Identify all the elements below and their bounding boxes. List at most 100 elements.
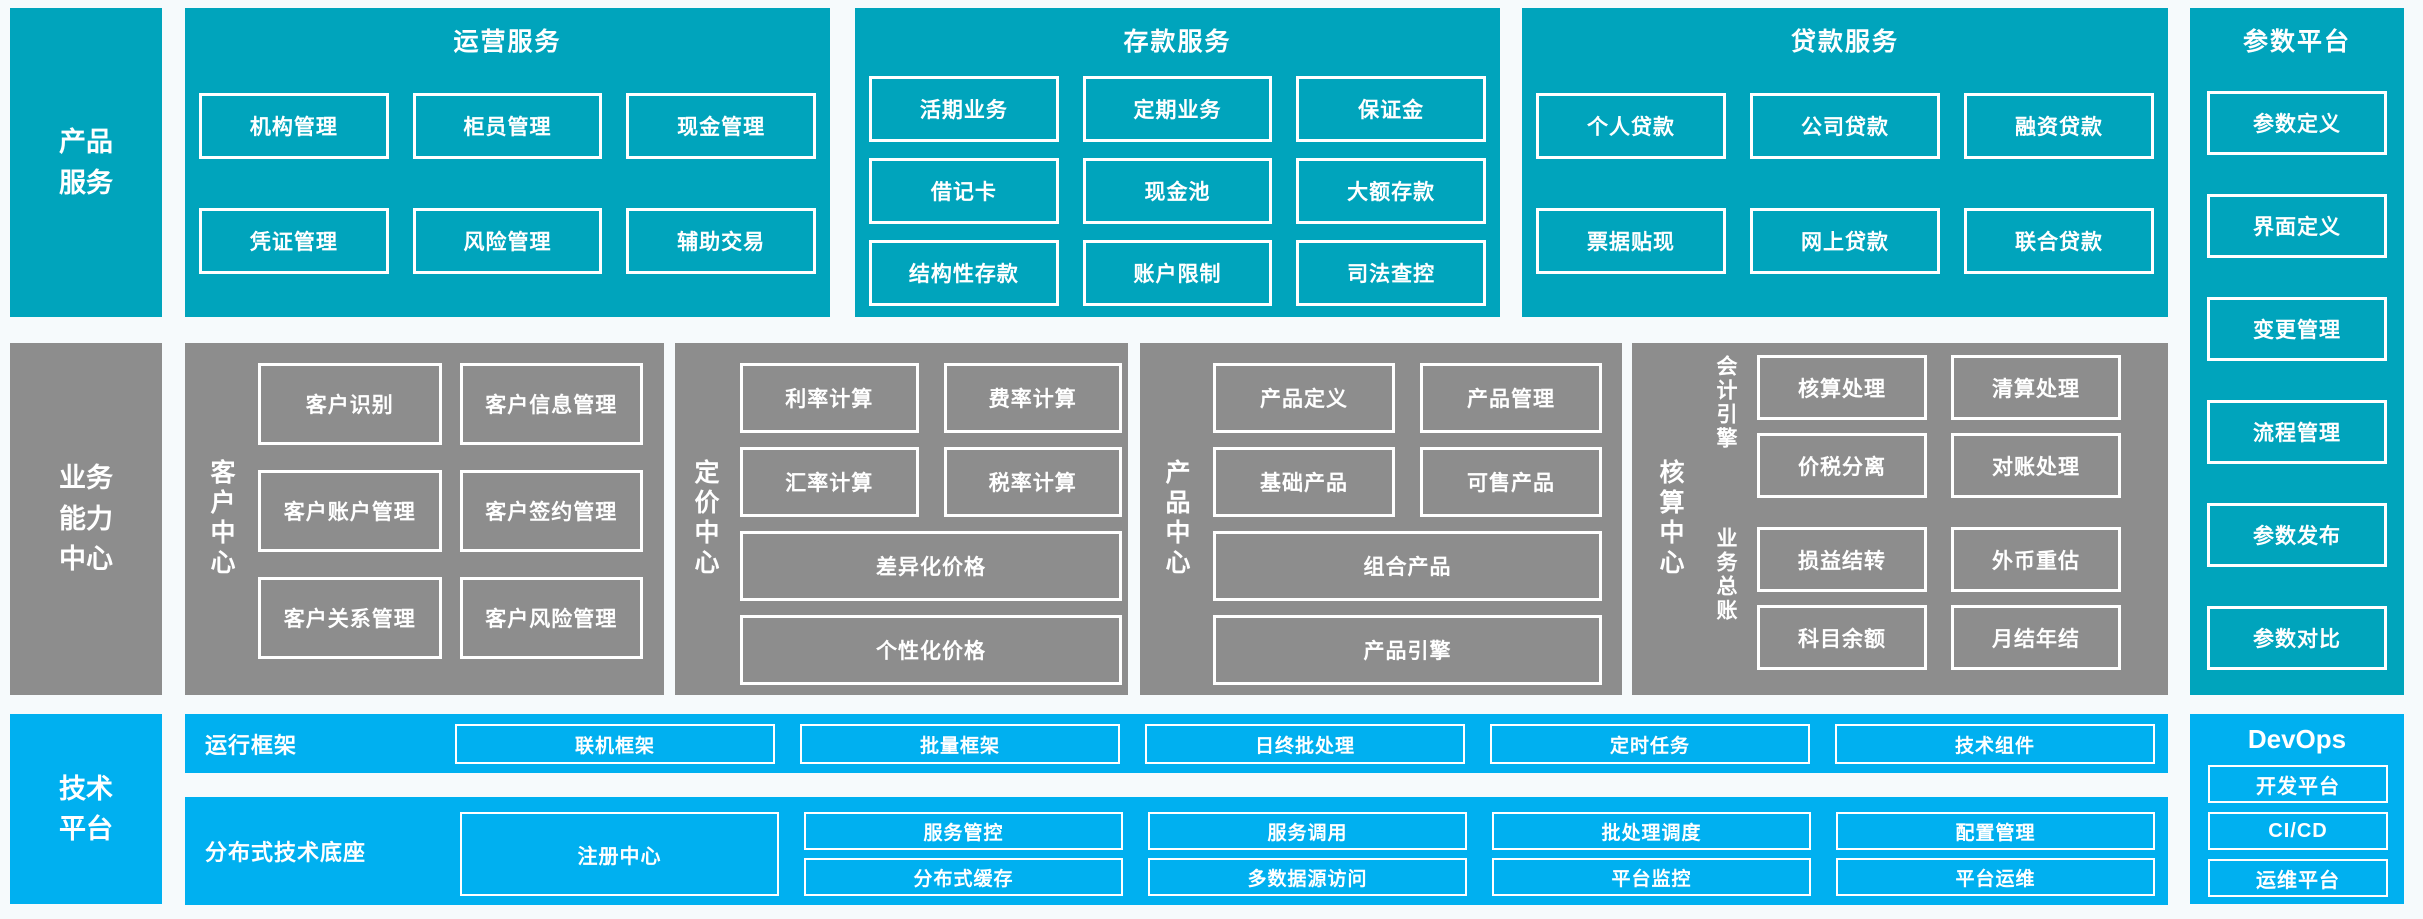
box-judicial-control: 司法查控 xyxy=(1296,240,1486,306)
box-scheduled-task: 定时任务 xyxy=(1490,724,1810,764)
box-org-management: 机构管理 xyxy=(199,93,389,159)
operations-grid: 机构管理 柜员管理 现金管理 凭证管理 风险管理 辅助交易 xyxy=(199,93,816,274)
box-customer-identification: 客户识别 xyxy=(258,363,442,445)
box-service-control: 服务管控 xyxy=(804,812,1123,850)
section-title-deposit: 存款服务 xyxy=(1123,28,1232,56)
customer-grid: 客户识别 客户信息管理 客户账户管理 客户签约管理 客户关系管理 客户风险管理 xyxy=(258,363,643,659)
box-cash-management: 现金管理 xyxy=(626,93,816,159)
box-service-invoke: 服务调用 xyxy=(1148,812,1467,850)
box-interest-calc: 利率计算 xyxy=(740,363,919,433)
box-debit-card: 借记卡 xyxy=(869,158,1059,224)
section-customer-center: 客户中心 客户识别 客户信息管理 客户账户管理 客户签约管理 客户关系管理 客户… xyxy=(185,343,664,695)
vlabel-accounting-engine: 会计引擎 xyxy=(1714,355,1737,451)
section-loan: 贷款服务 个人贷款 公司贷款 融资贷款 票据贴现 网上贷款 联合贷款 xyxy=(1522,8,2168,317)
box-ops-platform: 运维平台 xyxy=(2208,859,2388,897)
box-accounting-process: 核算处理 xyxy=(1757,355,1927,420)
box-change-management: 变更管理 xyxy=(2207,297,2387,361)
box-param-release: 参数发布 xyxy=(2207,503,2387,567)
box-product-management: 产品管理 xyxy=(1420,363,1602,433)
box-pnl-carryover: 损益结转 xyxy=(1757,527,1927,592)
box-exchange-calc: 汇率计算 xyxy=(740,447,919,517)
box-fx-revaluation: 外币重估 xyxy=(1951,527,2121,592)
section-deposit: 存款服务 活期业务 定期业务 保证金 借记卡 现金池 大额存款 结构性存款 账户… xyxy=(855,8,1500,317)
side-label-business-capability-center: 业务能力中心 xyxy=(59,463,113,575)
distributed-boxes: 注册中心 服务管控 分布式缓存 服务调用 多数据源访问 批处理调度 平台监控 配… xyxy=(460,812,2155,896)
box-structured-deposit: 结构性存款 xyxy=(869,240,1059,306)
box-demand-business: 活期业务 xyxy=(869,76,1059,142)
pricing-stack: 利率计算 费率计算 汇率计算 税率计算 差异化价格 个性化价格 xyxy=(740,363,1122,685)
box-online-framework: 联机框架 xyxy=(455,724,775,764)
param-platform-list: 参数定义 界面定义 变更管理 流程管理 参数发布 参数对比 xyxy=(2207,91,2387,670)
box-batch-framework: 批量框架 xyxy=(800,724,1120,764)
accounting-group-engine: 会计引擎 核算处理 清算处理 价税分离 对账处理 xyxy=(1710,355,2121,498)
box-param-definition: 参数定义 xyxy=(2207,91,2387,155)
box-online-loan: 网上贷款 xyxy=(1750,208,1940,274)
box-platform-monitor: 平台监控 xyxy=(1492,858,1811,896)
section-accounting-center: 核算中心 会计引擎 核算处理 清算处理 价税分离 对账处理 业务总账 损益结转 … xyxy=(1632,343,2168,695)
box-customer-account-management: 客户账户管理 xyxy=(258,470,442,552)
box-distributed-cache: 分布式缓存 xyxy=(804,858,1123,896)
runtime-boxes: 联机框架 批量框架 日终批处理 定时任务 技术组件 xyxy=(455,724,2155,764)
section-product-center: 产品中心 产品定义 产品管理 基础产品 可售产品 组合产品 产品引擎 xyxy=(1140,343,1622,695)
box-tech-component: 技术组件 xyxy=(1835,724,2155,764)
box-reconciliation-process: 对账处理 xyxy=(1951,433,2121,498)
side-label-tech-platform: 技术平台 xyxy=(59,773,113,845)
side-block-product-services: 产品服务 xyxy=(10,8,162,317)
box-margin-deposit: 保证金 xyxy=(1296,76,1486,142)
box-batch-schedule: 批处理调度 xyxy=(1492,812,1811,850)
box-sellable-product: 可售产品 xyxy=(1420,447,1602,517)
box-ui-definition: 界面定义 xyxy=(2207,194,2387,258)
vlabel-accounting-center: 核算中心 xyxy=(1656,459,1684,579)
box-product-definition: 产品定义 xyxy=(1213,363,1395,433)
box-syndicated-loan: 联合贷款 xyxy=(1964,208,2154,274)
box-registry-center: 注册中心 xyxy=(460,812,779,896)
product-stack: 产品定义 产品管理 基础产品 可售产品 组合产品 产品引擎 xyxy=(1213,363,1602,685)
label-distributed-base: 分布式技术底座 xyxy=(205,840,367,865)
section-title-operations: 运营服务 xyxy=(453,28,562,56)
label-runtime-framework: 运行框架 xyxy=(205,732,298,758)
box-tax-calc: 税率计算 xyxy=(943,447,1122,517)
devops-list: 开发平台 CI/CD 运维平台 xyxy=(2208,765,2388,897)
section-devops: DevOps 开发平台 CI/CD 运维平台 xyxy=(2190,714,2404,904)
vlabel-pricing-center: 定价中心 xyxy=(691,459,719,579)
box-clearing-process: 清算处理 xyxy=(1951,355,2121,420)
box-customer-info-management: 客户信息管理 xyxy=(459,363,643,445)
box-customer-contract-management: 客户签约管理 xyxy=(459,470,643,552)
loan-grid: 个人贷款 公司贷款 融资贷款 票据贴现 网上贷款 联合贷款 xyxy=(1536,93,2154,274)
vlabel-product-center: 产品中心 xyxy=(1162,459,1190,579)
accounting-groups: 会计引擎 核算处理 清算处理 价税分离 对账处理 业务总账 损益结转 外币重估 … xyxy=(1710,355,2121,670)
row-runtime-framework: 运行框架 联机框架 批量框架 日终批处理 定时任务 技术组件 xyxy=(185,714,2168,773)
section-operations: 运营服务 机构管理 柜员管理 现金管理 凭证管理 风险管理 辅助交易 xyxy=(185,8,830,317)
box-large-deposit: 大额存款 xyxy=(1296,158,1486,224)
box-personal-loan: 个人贷款 xyxy=(1536,93,1726,159)
box-customer-risk-management: 客户风险管理 xyxy=(459,577,643,659)
box-teller-management: 柜员管理 xyxy=(412,93,603,159)
box-dev-platform: 开发平台 xyxy=(2208,765,2388,803)
box-financing-loan: 融资贷款 xyxy=(1964,93,2154,159)
box-bill-discount: 票据贴现 xyxy=(1536,208,1726,274)
box-multi-datasource: 多数据源访问 xyxy=(1148,858,1467,896)
section-title-param-platform: 参数平台 xyxy=(2242,28,2351,56)
box-risk-management: 风险管理 xyxy=(412,208,603,274)
box-combined-product: 组合产品 xyxy=(1213,531,1602,601)
box-fee-calc: 费率计算 xyxy=(943,363,1122,433)
vlabel-business-ledger: 业务总账 xyxy=(1714,527,1737,623)
box-differentiated-price: 差异化价格 xyxy=(740,531,1122,601)
row-distributed-base: 分布式技术底座 注册中心 服务管控 分布式缓存 服务调用 多数据源访问 批处理调… xyxy=(185,797,2168,905)
box-tax-separation: 价税分离 xyxy=(1757,433,1927,498)
vlabel-customer-center: 客户中心 xyxy=(207,459,235,579)
box-voucher-management: 凭证管理 xyxy=(199,208,389,274)
section-title-loan: 贷款服务 xyxy=(1790,28,1899,56)
box-account-restriction: 账户限制 xyxy=(1082,240,1273,306)
box-process-management: 流程管理 xyxy=(2207,400,2387,464)
box-personalized-price: 个性化价格 xyxy=(740,615,1122,685)
side-block-business-capability-center: 业务能力中心 xyxy=(10,343,162,695)
accounting-group-ledger: 业务总账 损益结转 外币重估 科目余额 月结年结 xyxy=(1710,527,2121,670)
box-auxiliary-transaction: 辅助交易 xyxy=(626,208,816,274)
side-block-tech-platform: 技术平台 xyxy=(10,714,162,904)
box-cicd: CI/CD xyxy=(2208,812,2388,850)
section-pricing-center: 定价中心 利率计算 费率计算 汇率计算 税率计算 差异化价格 个性化价格 xyxy=(675,343,1128,695)
box-platform-ops: 平台运维 xyxy=(1836,858,2155,896)
box-eod-batch: 日终批处理 xyxy=(1145,724,1465,764)
